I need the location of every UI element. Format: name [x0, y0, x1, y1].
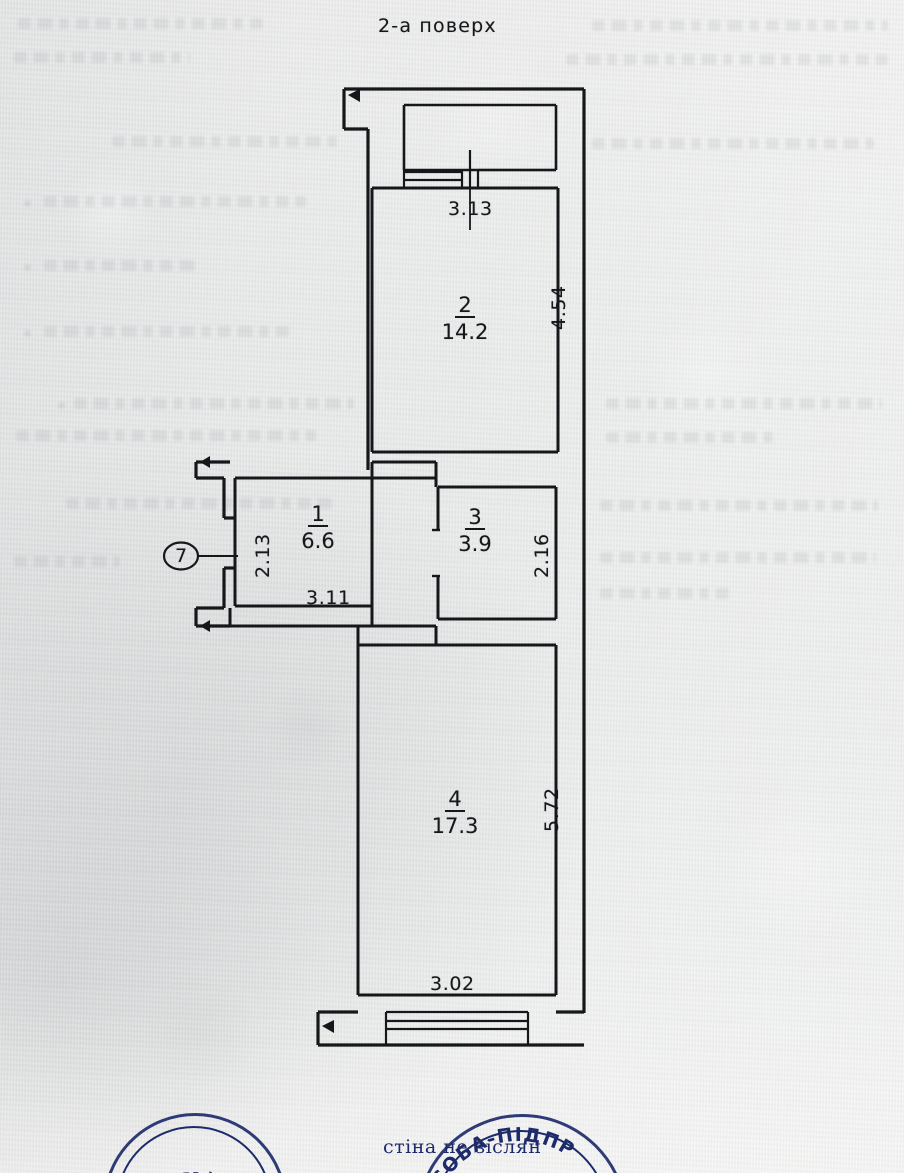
room-label-3: 3 3.9: [445, 507, 505, 557]
handwritten-annotation: стіна не зіслян: [383, 1136, 542, 1158]
dimension-label-2-16: 2.16: [531, 533, 553, 578]
room-area: 14.2: [441, 320, 489, 344]
dimension-label-4-54: 4.54: [548, 285, 570, 330]
room-label-1: 1 6.6: [288, 504, 348, 554]
room-number: 3: [465, 507, 485, 530]
svg-text:сподарства України · Міс: сподарства України · Міс: [103, 1113, 273, 1173]
room-label-4: 4 17.3: [422, 789, 488, 839]
stamp-right: ОСОБА-ПІДПР: [410, 1112, 640, 1173]
dimension-label-5-72: 5.72: [541, 787, 563, 832]
dimension-label-3-02: 3.02: [430, 973, 475, 995]
room-number: 2: [455, 295, 475, 318]
room-area: 3.9: [458, 532, 492, 556]
dimension-label-3-13: 3.13: [448, 198, 493, 220]
stamp-left: сподарства України · Міс льна архітектур…: [103, 1113, 287, 1173]
room-area: 6.6: [301, 529, 335, 553]
dimension-label-3-11: 3.11: [306, 587, 351, 609]
room-number: 1: [308, 504, 328, 527]
dimension-label-2-13: 2.13: [252, 533, 274, 578]
page-title: 2-а поверх: [378, 15, 497, 37]
room-area: 17.3: [431, 814, 479, 838]
room-label-2: 2 14.2: [435, 295, 495, 345]
stamp-left-arc-text-outer: сподарства України · Міс: [103, 1113, 273, 1173]
room-number: 4: [445, 789, 465, 812]
unit-marker-label: 7: [175, 545, 188, 567]
